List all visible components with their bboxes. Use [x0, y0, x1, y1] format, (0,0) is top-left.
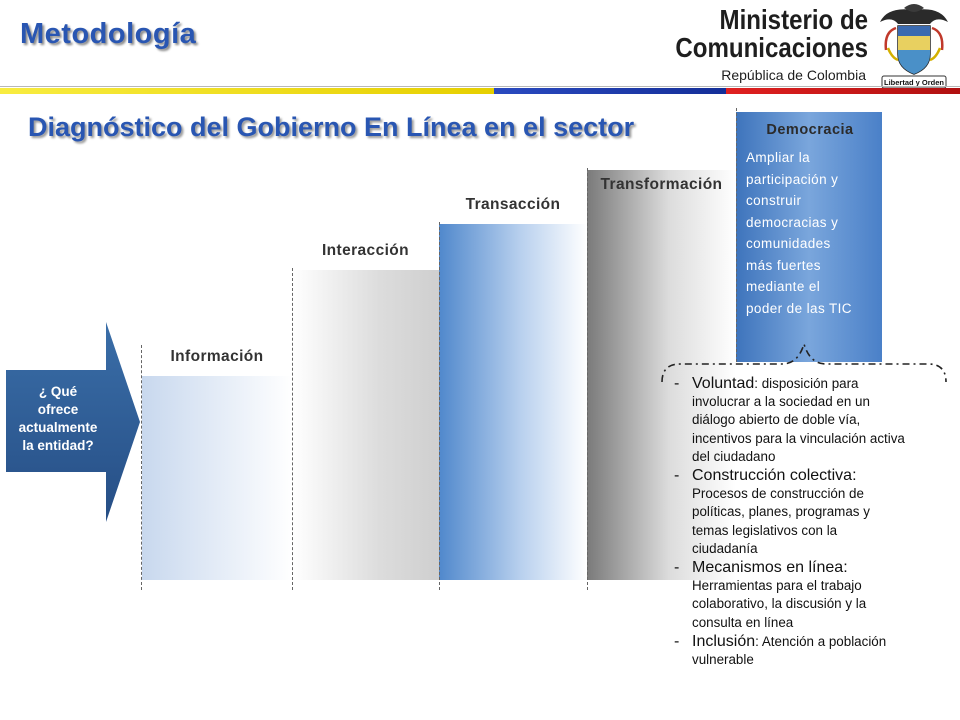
motto-text: Libertad y Orden — [884, 78, 944, 87]
separator-line — [736, 108, 737, 362]
step-transformacion: Transformación — [587, 170, 736, 580]
item-line: : Atención a población — [755, 633, 887, 649]
separator-line — [439, 222, 440, 590]
item-dash: - — [674, 559, 680, 577]
ministry-line-1: Ministerio de — [719, 4, 868, 35]
coat-of-arms-icon: Libertad y Orden — [880, 4, 948, 89]
item-heading: Construcción colectiva — [692, 467, 853, 485]
list-item: - Construcción colectiva: Procesos de co… — [674, 467, 956, 558]
item-line: involucrar a la sociedad en un — [692, 394, 870, 410]
item-line: : disposición para — [754, 376, 859, 391]
democracia-line: Ampliar la — [746, 150, 811, 165]
curly-brace — [661, 341, 947, 383]
step-informacion: Información — [142, 348, 292, 580]
separator-line — [141, 345, 142, 590]
item-line: vulnerable — [692, 652, 754, 668]
item-heading: Inclusión — [692, 632, 756, 650]
democracia-line: comunidades — [746, 236, 831, 251]
band-red — [726, 88, 960, 94]
step-label: Información — [170, 348, 264, 365]
band-blue — [494, 88, 726, 94]
entity-offer-arrow — [6, 322, 140, 522]
separator-line — [587, 168, 588, 590]
item-line: Herramientas para el trabajo — [692, 578, 862, 594]
item-line: Procesos de construcción de — [692, 486, 864, 502]
step-democracia-base — [736, 362, 882, 580]
item-line: políticas, planes, programas y — [692, 504, 870, 520]
democracia-line: más fuertes — [746, 257, 821, 273]
step-interaccion: Interacción — [292, 242, 439, 580]
item-line: del ciudadano — [692, 448, 776, 464]
item-heading: Voluntad — [692, 375, 755, 392]
item-heading-suffix: : — [852, 467, 857, 485]
arrow-line: ¿ Qué — [38, 384, 78, 399]
header-divider — [0, 86, 960, 87]
democracia-line: construir — [746, 193, 802, 208]
band-yellow — [0, 88, 494, 94]
ministry-country: República de Colombia — [721, 67, 866, 83]
item-line: temas legislativos con la — [692, 522, 838, 538]
arrow-line: ofrece — [37, 402, 79, 417]
item-line: colaborativo, la discusión y la — [692, 596, 867, 612]
democracia-line: poder de las TIC — [746, 300, 852, 316]
step-transaccion: Transacción — [439, 196, 587, 580]
section-subtitle: Diagnóstico del Gobierno En Línea en el … — [28, 112, 635, 142]
step-label: Interacción — [321, 242, 410, 259]
item-heading-suffix: : — [843, 559, 848, 577]
item-heading: Mecanismos en línea — [692, 559, 844, 577]
page-title: Metodología — [20, 18, 197, 50]
item-line: ciudadanía — [692, 540, 758, 556]
step-label: Transformación — [600, 176, 723, 193]
separator-line — [292, 268, 293, 590]
democracia-line: mediante el — [746, 279, 821, 294]
item-dash: - — [674, 632, 680, 650]
arrow-line: actualmente — [18, 420, 98, 435]
list-item: - Voluntad: disposición para involucrar … — [674, 375, 956, 466]
step-democracia — [736, 112, 882, 362]
step-label-democracia: Democracia — [766, 122, 854, 138]
democracia-description: Ampliar la participación y construir dem… — [746, 147, 880, 319]
democracia-line: participación y — [746, 171, 839, 187]
democracia-items: - Voluntad: disposición para involucrar … — [674, 375, 956, 670]
item-dash: - — [674, 375, 680, 392]
arrow-label: ¿ Qué ofrece actualmente la entidad? — [8, 383, 108, 455]
item-line: consulta en línea — [692, 614, 794, 630]
democracia-line: democracias y — [746, 214, 839, 230]
item-dash: - — [674, 467, 680, 485]
item-line: incentivos para la vinculación activa — [692, 430, 905, 446]
list-item: - Inclusión: Atención a población vulner… — [674, 633, 956, 669]
list-item: - Mecanismos en línea: Herramientas para… — [674, 559, 956, 632]
ministry-line-2: Comunicaciones — [675, 32, 868, 63]
item-line: diálogo abierto de doble vía, — [692, 412, 861, 428]
ministry-logo-text: Ministerio de Comunicaciones República d… — [644, 4, 868, 83]
step-label: Transacción — [465, 196, 561, 213]
arrow-line: la entidad? — [22, 438, 94, 453]
